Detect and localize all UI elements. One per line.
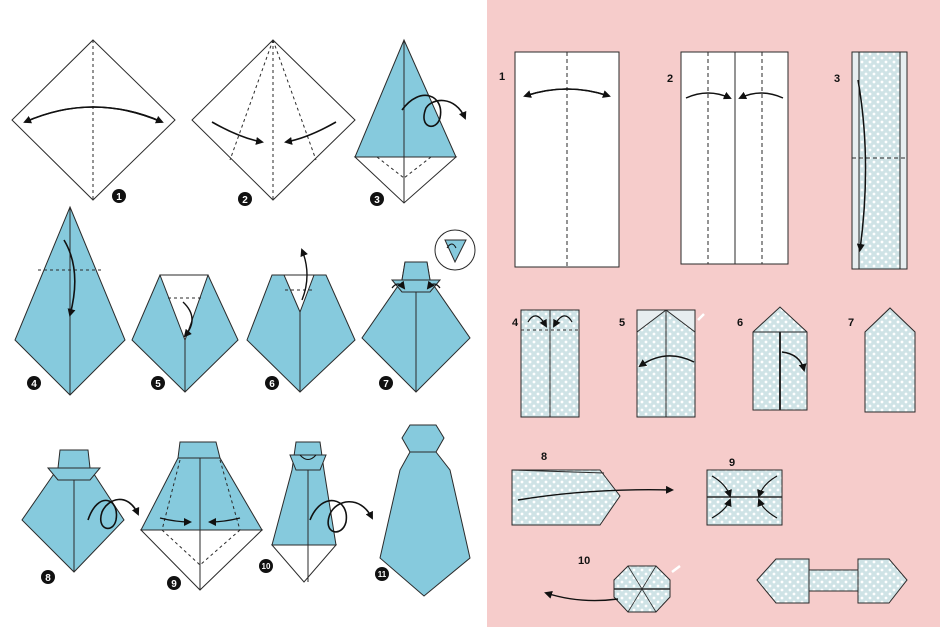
tie-step-4 — [14, 205, 126, 396]
step-number: 2 — [667, 73, 673, 85]
tie-panel: 1 2 3 4 5 6 7 8 9 10 11 — [11, 38, 476, 597]
tie-step-9 — [139, 441, 264, 591]
fold-arrow — [517, 485, 674, 501]
step-number: 6 — [737, 317, 743, 329]
step-number: 11 — [378, 570, 387, 579]
fold-arrow — [182, 301, 193, 338]
bowtie-step-9 — [706, 469, 783, 526]
tie-step-11 — [379, 424, 471, 597]
step-number: 9 — [171, 579, 177, 590]
bowtie-step-1 — [514, 51, 620, 268]
step-number: 8 — [541, 451, 547, 463]
step-number: 4 — [31, 379, 37, 390]
fold-arrow — [211, 121, 264, 145]
tie-step-5 — [131, 274, 239, 393]
step-number: 10 — [578, 555, 590, 567]
bowtie-panel: 1 2 3 4 5 6 7 8 9 10 — [499, 51, 916, 613]
step-number: 3 — [834, 73, 840, 85]
step-number: 4 — [512, 317, 519, 329]
step-number: 1 — [499, 71, 505, 83]
step-number: 10 — [262, 562, 271, 571]
tie-step-8 — [21, 449, 140, 573]
bowtie-step-3 — [851, 51, 908, 270]
tie-step-10 — [270, 441, 373, 583]
tie-step-3 — [353, 38, 467, 204]
turn-over-arrow — [401, 94, 467, 128]
tie-step-2 — [191, 39, 356, 201]
step-number: 2 — [242, 195, 248, 206]
step-number: 7 — [848, 317, 854, 329]
tie-step-7 — [361, 229, 476, 393]
tie-step-6 — [246, 248, 356, 393]
tie-step-numbers: 1 2 3 4 5 6 7 8 9 10 11 — [27, 189, 393, 590]
step-number: 3 — [374, 195, 380, 206]
bowtie-step-10 — [544, 565, 681, 613]
step-number: 5 — [619, 317, 625, 329]
bowtie-step-2 — [680, 51, 789, 265]
tie-step-1 — [11, 39, 176, 201]
step-number: 6 — [269, 379, 275, 390]
bowtie-step-6 — [752, 306, 808, 411]
bowtie-step-7 — [864, 307, 916, 413]
step-number: 1 — [116, 192, 122, 203]
bowtie-step-8 — [511, 469, 674, 526]
turn-over-arrow — [544, 591, 619, 602]
turn-over-arrow — [309, 499, 373, 533]
turn-over-arrow — [87, 498, 140, 530]
step-number: 7 — [383, 379, 389, 390]
bowtie-step-numbers: 1 2 3 4 5 6 7 8 9 10 — [499, 71, 854, 567]
bowtie-step-4 — [520, 309, 580, 418]
fold-arrow — [63, 239, 76, 317]
step-number: 8 — [45, 573, 51, 584]
step-number: 5 — [155, 379, 161, 390]
bowtie-step-5 — [636, 309, 705, 418]
fold-arrow — [300, 248, 308, 301]
fold-arrow — [856, 79, 867, 252]
step-number: 9 — [729, 457, 735, 469]
bowtie-finished — [756, 558, 908, 604]
